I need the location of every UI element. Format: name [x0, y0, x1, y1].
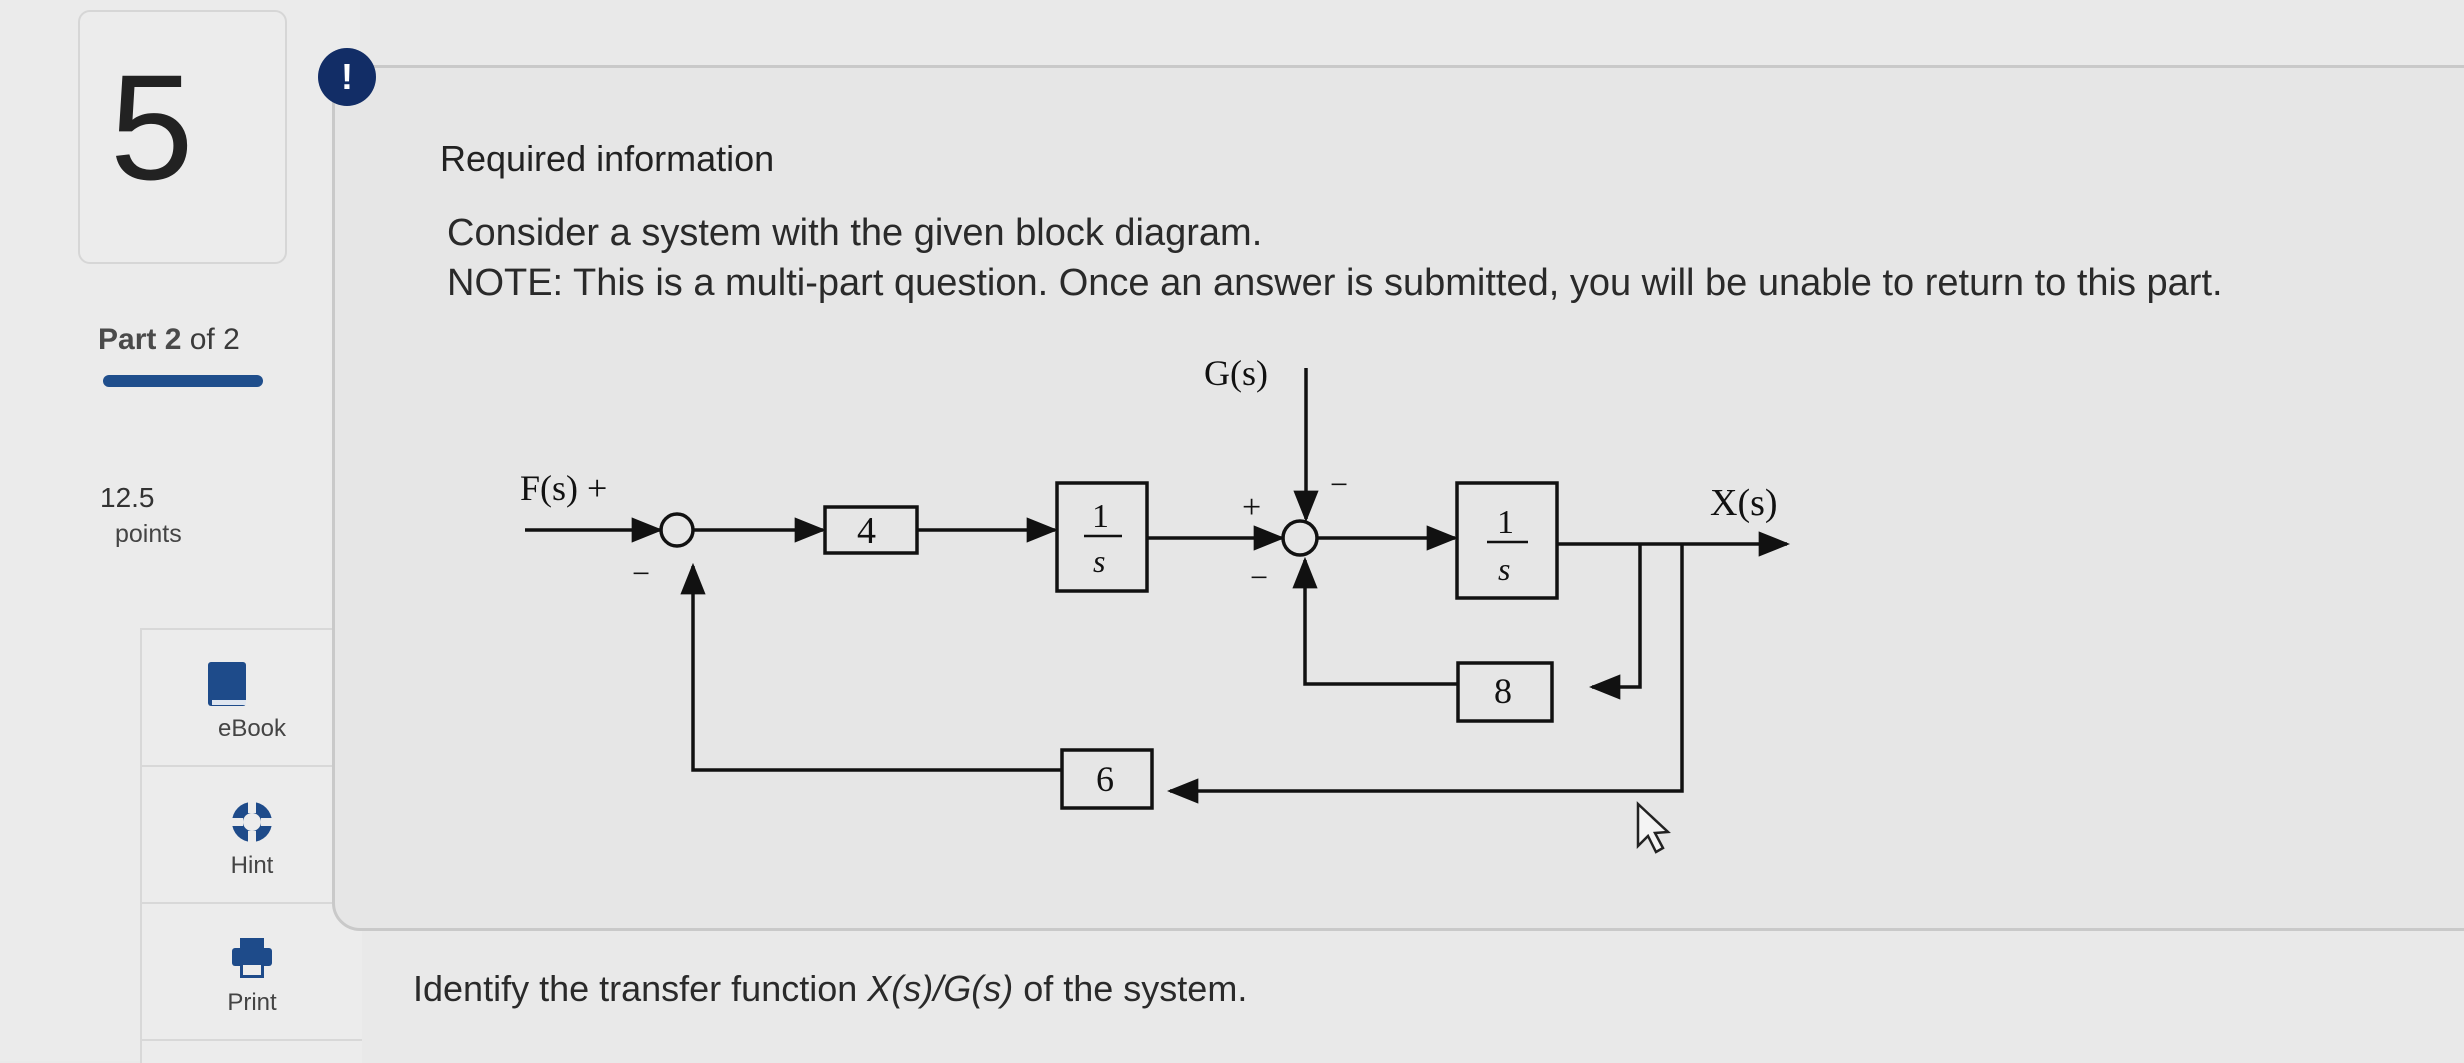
- sum2-plus-sign: +: [1242, 489, 1261, 526]
- input-label: F(s) +: [520, 468, 607, 508]
- print-label: Print: [227, 989, 277, 1016]
- sum2-top-minus-sign: −: [1330, 466, 1348, 502]
- book-icon: [142, 660, 362, 710]
- hint-button[interactable]: Hint: [142, 767, 362, 904]
- output-label: X(s): [1710, 482, 1778, 524]
- question-number-card: 5: [78, 10, 287, 264]
- part-indicator: Part 2 of 2: [98, 323, 240, 357]
- panel-title: Required information: [440, 138, 775, 179]
- disturbance-label: G(s): [1204, 353, 1268, 393]
- sum2-bottom-minus-sign: −: [1250, 559, 1268, 595]
- hint-label: Hint: [230, 852, 274, 879]
- sum1-minus-sign: −: [632, 555, 650, 591]
- part-current: 2: [164, 323, 182, 356]
- points-label: points: [115, 520, 182, 548]
- printer-icon: [142, 934, 362, 984]
- summing-junction-2: [1281, 519, 1319, 557]
- lifebuoy-icon: [142, 797, 362, 847]
- tool-panel: eBook Hint: [140, 628, 362, 1063]
- question-prompt: Identify the transfer function X(s)/G(s)…: [413, 968, 1247, 1010]
- feedback-block-8: [1456, 661, 1554, 723]
- prompt-prefix: Identify the transfer function: [413, 968, 868, 1009]
- feedback-block-6: [1060, 748, 1154, 810]
- summing-junction-1: [659, 512, 695, 548]
- part-prefix: Part: [98, 323, 157, 356]
- ebook-button[interactable]: eBook: [142, 630, 362, 767]
- part-total: of 2: [189, 323, 240, 356]
- alert-icon: !: [318, 48, 376, 106]
- required-info-panel: [332, 65, 2464, 931]
- integrator2-denominator: s: [1498, 551, 1510, 587]
- panel-note: NOTE: This is a multi-part question. Onc…: [447, 262, 2223, 304]
- ebook-label: eBook: [217, 715, 287, 742]
- inner-feedback-gain: 8: [1494, 671, 1512, 711]
- points-value: 12.5: [100, 482, 155, 513]
- prompt-expression: X(s)/G(s): [867, 968, 1014, 1009]
- prompt-suffix: of the system.: [1013, 968, 1248, 1009]
- print-button[interactable]: Print: [142, 904, 362, 1041]
- outer-feedback-gain: 6: [1096, 759, 1114, 799]
- integrator1-numerator: 1: [1092, 498, 1109, 535]
- integrator2-numerator: 1: [1497, 504, 1514, 541]
- integrator1-denominator: s: [1093, 543, 1105, 579]
- left-rail: 5 Part 2 of 2 12.5 points eBook: [0, 0, 362, 1063]
- mouse-cursor-icon: [1636, 801, 1671, 854]
- question-number: 5: [110, 43, 194, 211]
- integrator-block-2: [1455, 481, 1559, 600]
- panel-description: Consider a system with the given block d…: [447, 212, 1263, 254]
- gain-value-4: 4: [857, 510, 876, 552]
- part-progress-bar: [103, 375, 263, 387]
